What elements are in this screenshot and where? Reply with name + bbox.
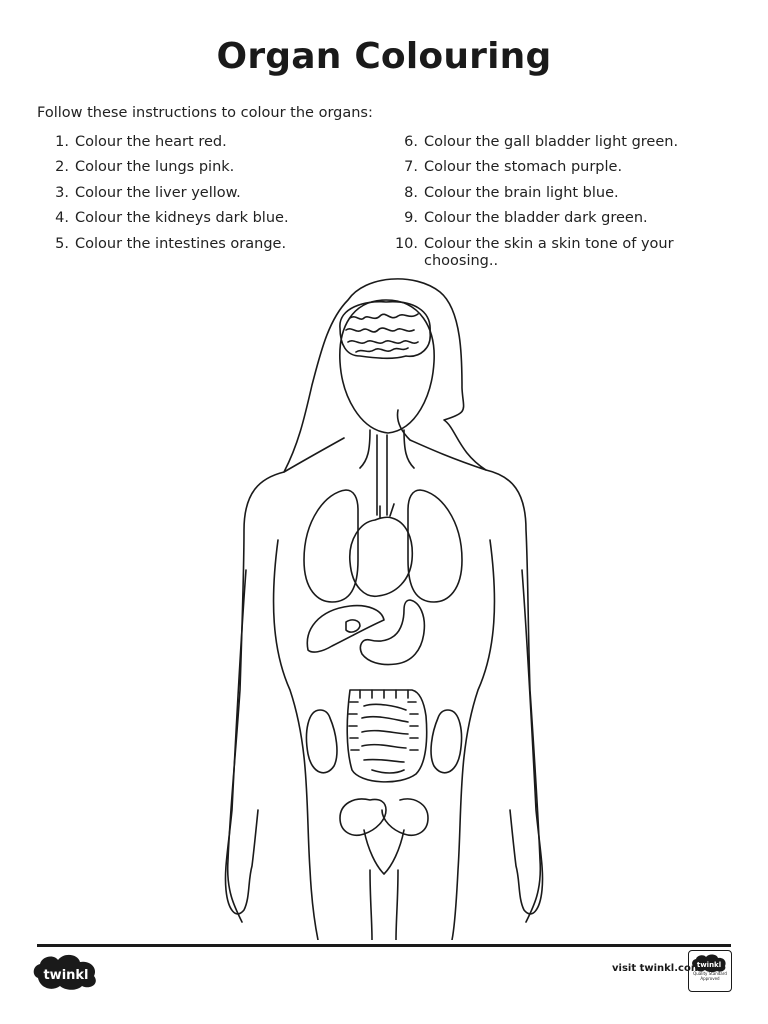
instruction-text: Colour the gall bladder light green. [424, 134, 679, 150]
hair-outline [283, 278, 487, 473]
page-title: Organ Colouring [216, 36, 552, 77]
left-lung [303, 489, 359, 603]
waist-outline [272, 539, 496, 940]
badge-logo-text: twinkl [697, 961, 721, 969]
footer-divider [37, 944, 731, 947]
instructions-list-right: 6. Colour the gall bladder light green. 7… [388, 134, 718, 278]
instruction-item: 7. Colour the stomach purple. [388, 159, 718, 176]
legs-outline [369, 869, 399, 940]
logo-text: twinkl [43, 968, 88, 983]
instruction-number: 8. [404, 184, 418, 201]
instruction-number: 3. [55, 184, 69, 201]
right-arm [509, 569, 544, 915]
instruction-text: Colour the bladder dark green. [424, 210, 648, 227]
instruction-number: 9. [404, 210, 418, 227]
instruction-text: Colour the stomach purple. [424, 159, 623, 176]
stomach [359, 599, 426, 666]
gall-bladder [345, 619, 361, 633]
visit-link-text: visit twinkl.com [612, 963, 702, 974]
instruction-number: 6. [404, 134, 418, 150]
instruction-item: 10. Colour the skin a skin tone of your c… [388, 236, 718, 270]
instruction-item: 3. Colour the liver yellow. [37, 185, 377, 202]
instruction-item: 5. Colour the intestines orange. [37, 236, 377, 253]
badge-text: Quality Standard Approved [693, 971, 727, 981]
instruction-item: 4. Colour the kidneys dark blue. [37, 210, 377, 227]
instruction-number: 1. [55, 134, 69, 150]
neck-outline [359, 429, 415, 469]
left-kidney [305, 709, 338, 774]
instruction-text: Colour the heart red. [75, 134, 227, 150]
liver [306, 604, 385, 653]
quality-badge: twinkl Quality Standard Approved [688, 950, 732, 992]
instruction-text: Colour the liver yellow. [75, 184, 241, 201]
head-outline [339, 299, 435, 434]
esophagus [376, 434, 388, 516]
small-intestine [361, 703, 409, 774]
instruction-number: 4. [55, 210, 69, 227]
heart [349, 503, 414, 597]
large-intestine-segments [348, 689, 419, 751]
uterus [363, 829, 405, 875]
body-outline-illustration [200, 270, 568, 940]
instruction-number: 10. [394, 235, 418, 252]
instruction-number: 5. [55, 235, 69, 252]
bladder [339, 798, 429, 836]
instructions-intro: Follow these instructions to colour the … [37, 105, 373, 121]
brain-icon [339, 300, 431, 360]
instruction-item: 1. Colour the heart red. [37, 134, 377, 151]
instruction-item: 9. Colour the bladder dark green. [388, 210, 718, 227]
instructions-list-left: 1. Colour the heart red. 2. Colour the lun… [37, 134, 377, 261]
instruction-number: 2. [55, 159, 69, 176]
instruction-item: 8. Colour the brain light blue. [388, 185, 718, 202]
instruction-text: Colour the intestines orange. [75, 235, 287, 252]
instruction-item: 6. Colour the gall bladder light green. [388, 134, 718, 151]
large-intestine [346, 689, 428, 783]
instruction-text: Colour the lungs pink. [75, 159, 235, 176]
instruction-text: Colour the skin a skin tone of your choo… [424, 235, 674, 269]
instruction-text: Colour the kidneys dark blue. [75, 210, 289, 227]
instruction-item: 2. Colour the lungs pink. [37, 159, 377, 176]
left-arm [224, 569, 259, 915]
right-lung [407, 489, 463, 603]
instruction-text: Colour the brain light blue. [424, 184, 619, 201]
instruction-number: 7. [404, 159, 418, 176]
twinkl-logo: twinkl [30, 950, 102, 992]
right-kidney [430, 709, 463, 774]
